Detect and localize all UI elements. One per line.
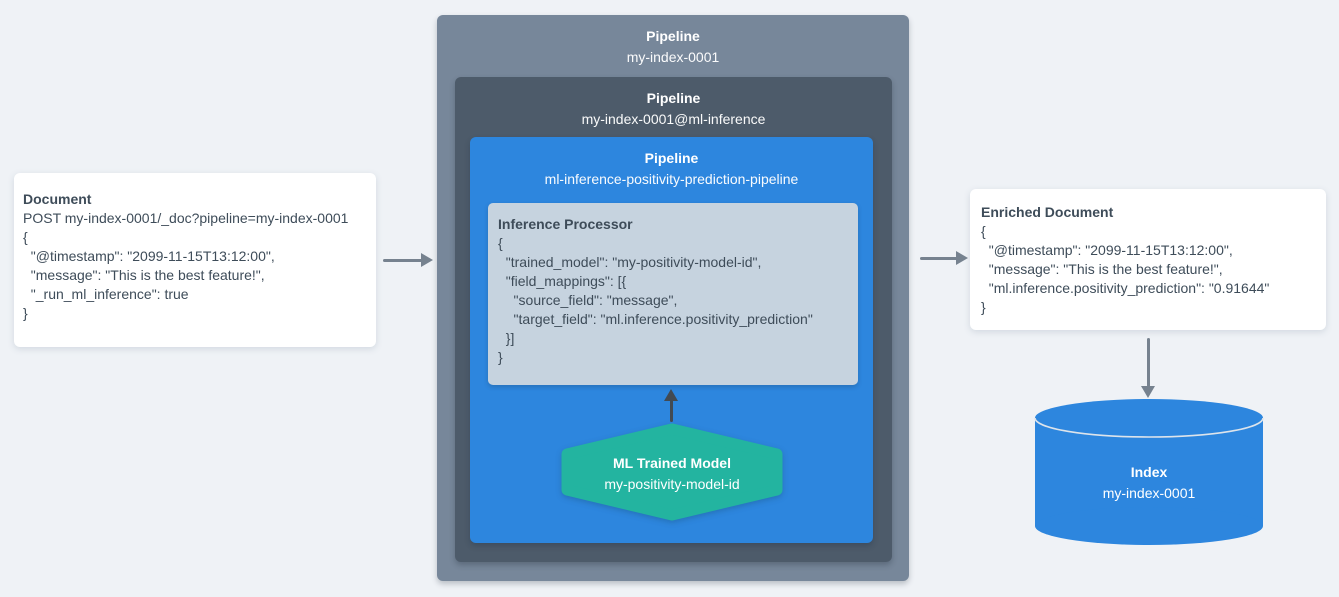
- code-line: }]: [498, 330, 515, 346]
- pipeline-ml-inference-box: Pipeline my-index-0001@ml-inference Pipe…: [455, 77, 892, 562]
- code-line: {: [23, 229, 28, 245]
- code-line: "target_field": "ml.inference.positivity…: [498, 311, 813, 327]
- code-line: "@timestamp": "2099-11-15T13:12:00",: [981, 242, 1233, 258]
- code-line: }: [981, 299, 986, 315]
- ml-trained-model-title: ML Trained Model: [613, 454, 731, 471]
- pipeline-mid-header: Pipeline my-index-0001@ml-inference: [455, 77, 892, 130]
- inference-processor-title: Inference Processor: [498, 216, 633, 232]
- document-card: Document POST my-index-0001/_doc?pipelin…: [14, 173, 376, 347]
- code-line: POST my-index-0001/_doc?pipeline=my-inde…: [23, 210, 349, 226]
- index-title: Index: [1130, 464, 1168, 480]
- pipeline-mid-label: Pipeline: [646, 90, 701, 106]
- pipeline-mid-name: my-index-0001@ml-inference: [581, 111, 766, 127]
- code-line: "message": "This is the best feature!",: [23, 267, 265, 283]
- pipeline-outer-name: my-index-0001: [626, 49, 720, 65]
- code-line: "trained_model": "my-positivity-model-id…: [498, 254, 762, 270]
- hexagon-shape-icon: [561, 423, 783, 521]
- enriched-document-json: { "@timestamp": "2099-11-15T13:12:00", "…: [981, 222, 1318, 317]
- pipeline-outer-header: Pipeline my-index-0001: [437, 15, 909, 68]
- code-line: "ml.inference.positivity_prediction": "0…: [981, 280, 1270, 296]
- ml-trained-model-name: my-positivity-model-id: [604, 475, 740, 492]
- code-line: }: [498, 349, 503, 365]
- inference-processor-json: { "trained_model": "my-positivity-model-…: [498, 234, 852, 367]
- database-cylinder-icon: [1034, 399, 1264, 545]
- pipeline-prediction-box: Pipeline ml-inference-positivity-predict…: [470, 137, 873, 543]
- arrow-up-icon: [664, 389, 678, 401]
- ml-trained-model-labels: ML Trained Model my-positivity-model-id: [561, 423, 783, 521]
- code-line: "message": "This is the best feature!",: [981, 261, 1223, 277]
- enriched-document-title: Enriched Document: [981, 204, 1114, 220]
- code-line: "@timestamp": "2099-11-15T13:12:00",: [23, 248, 275, 264]
- arrow-down-icon: [1141, 386, 1155, 398]
- index-labels: Index my-index-0001: [1033, 462, 1265, 504]
- document-card-title: Document: [23, 191, 92, 207]
- code-line: "source_field": "message",: [498, 292, 678, 308]
- pipeline-inner-name: ml-inference-positivity-prediction-pipel…: [544, 171, 799, 187]
- index-cylinder: Index my-index-0001: [1033, 398, 1265, 546]
- code-line: "_run_ml_inference": true: [23, 286, 189, 302]
- code-line: {: [498, 235, 503, 251]
- code-line: }: [23, 305, 28, 321]
- code-line: "field_mappings": [{: [498, 273, 627, 289]
- pipeline-outer-label: Pipeline: [646, 28, 700, 44]
- ml-trained-model-hexagon: ML Trained Model my-positivity-model-id: [561, 423, 783, 521]
- code-line: {: [981, 223, 986, 239]
- inference-processor-card: Inference Processor { "trained_model": "…: [488, 203, 858, 385]
- pipeline-inner-header: Pipeline ml-inference-positivity-predict…: [470, 137, 873, 190]
- index-name: my-index-0001: [1102, 485, 1196, 501]
- arrow-right-icon: [421, 253, 433, 267]
- document-json: POST my-index-0001/_doc?pipeline=my-inde…: [23, 209, 368, 323]
- enriched-document-card: Enriched Document { "@timestamp": "2099-…: [970, 189, 1326, 330]
- pipeline-inner-label: Pipeline: [644, 150, 699, 166]
- arrow-right-icon: [956, 251, 968, 265]
- pipeline-outer-box: Pipeline my-index-0001 Pipeline my-index…: [437, 15, 909, 581]
